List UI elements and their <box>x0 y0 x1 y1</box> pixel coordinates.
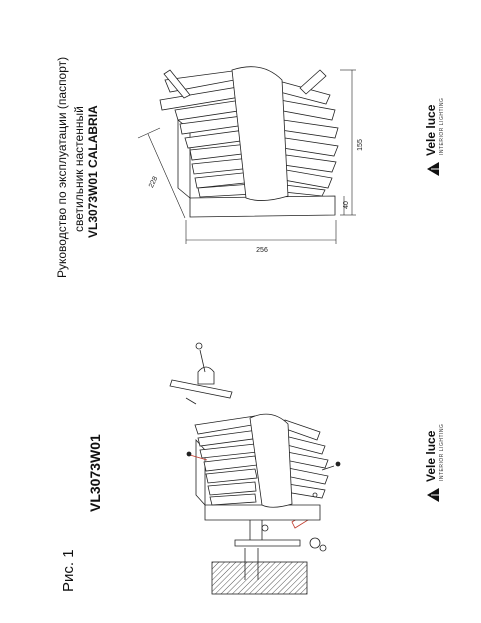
terminal-detail <box>309 537 321 549</box>
brand-triangle-icon <box>427 162 439 176</box>
mounting-plate <box>234 539 301 547</box>
brand-name: Vele luce <box>424 430 438 482</box>
figure-label: Рис. 1 <box>60 549 77 592</box>
brand-name: Vele luce <box>424 104 438 156</box>
wall <box>211 561 308 595</box>
crystal-band <box>231 66 289 201</box>
brand-tagline: INTERIOR LIGHTING <box>439 423 445 481</box>
brand-logo-left-panel: Vele luce INTERIOR LIGHTING <box>422 392 452 502</box>
model-code: VL3073W01 <box>87 434 103 512</box>
mounting-bracket <box>169 379 233 399</box>
brand-triangle-icon <box>427 488 439 502</box>
luminaire-base <box>204 504 321 521</box>
manual-title: Руководство по эксплуатации (паспорт) <box>55 56 69 278</box>
manual-subtitle: светильник настенный <box>72 106 86 232</box>
dimension-lines <box>137 69 356 244</box>
model-full-name: VL3073W01 CALABRIA <box>86 105 100 238</box>
dim-height: 155 <box>357 139 364 151</box>
dim-width: 256 <box>256 247 268 254</box>
screws <box>244 520 269 580</box>
installation-band <box>249 413 293 508</box>
installation-drawing <box>169 342 341 595</box>
dim-base-height: 40 <box>343 201 350 209</box>
installation-crystals <box>194 415 329 506</box>
dim-depth: 228 <box>148 175 159 189</box>
dimension-drawing <box>137 66 356 244</box>
brand-logo-right: Vele luce INTERIOR LIGHTING <box>422 66 452 176</box>
brand-tagline: INTERIOR LIGHTING <box>439 97 445 155</box>
